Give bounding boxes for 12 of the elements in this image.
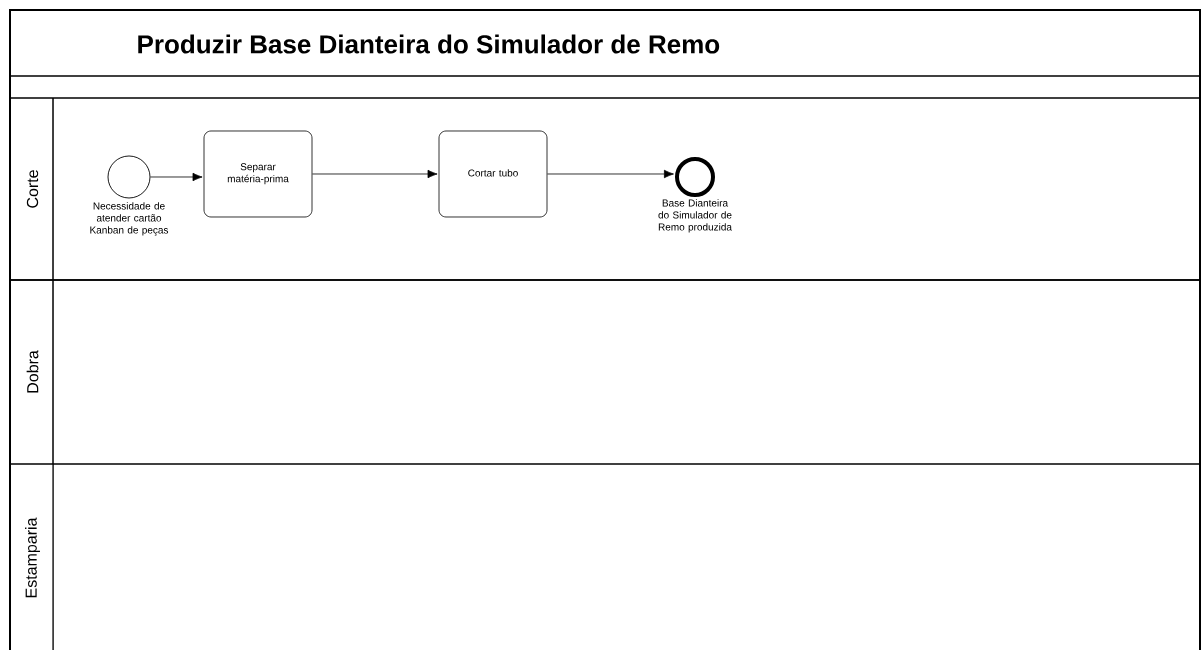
start-event: Necessidade de atender cartão Kanban de peças (90, 155, 169, 236)
end-event: Base Dianteira do Simulador de Remo produzida (658, 157, 732, 233)
swimlane: Estamparia (9, 463, 1201, 650)
arrow (312, 169, 438, 179)
arrow (547, 169, 674, 179)
arrow (150, 172, 203, 182)
swimlane: Dobra (9, 279, 1201, 465)
node-label: Necessidade de atender cartão Kanban de peças (90, 202, 169, 236)
task-box: Separar matéria-prima (203, 130, 313, 218)
title: Produzir Base Dianteira do Simulador de Remo (138, 34, 720, 54)
node-label: Base Dianteira do Simulador de Remo produzida (658, 199, 732, 233)
task-box: Cortar tubo (438, 130, 548, 218)
